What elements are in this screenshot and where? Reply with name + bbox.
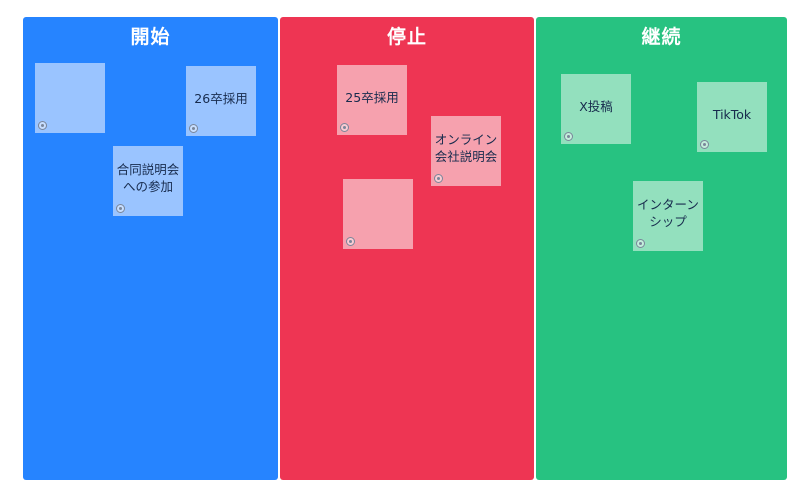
column-start: 開始 26卒採用 合同説明会 への参加 (23, 17, 278, 480)
sticky-note-text: 26卒採用 (194, 90, 248, 106)
vote-icon[interactable] (116, 204, 125, 213)
sticky-note-text: 25卒採用 (345, 89, 399, 105)
vote-icon[interactable] (346, 237, 355, 246)
vote-icon[interactable] (189, 124, 198, 133)
vote-icon[interactable] (564, 132, 573, 141)
column-stop: 停止 25卒採用 オンライン 会社説明会 (280, 17, 534, 480)
sticky-note-text: X投稿 (579, 98, 613, 114)
sticky-note[interactable] (35, 63, 105, 133)
sticky-note-text: 合同説明会 への参加 (116, 162, 180, 194)
sticky-note[interactable]: TikTok (697, 82, 767, 152)
sticky-note[interactable] (343, 179, 413, 249)
sticky-note[interactable]: X投稿 (561, 74, 631, 144)
sticky-note-text: TikTok (712, 106, 752, 122)
sticky-note-text: インターン シップ (637, 197, 699, 229)
sticky-note[interactable]: 26卒採用 (186, 66, 256, 136)
sticky-note[interactable]: オンライン 会社説明会 (431, 116, 501, 186)
vote-icon[interactable] (340, 123, 349, 132)
column-title-start: 開始 (130, 26, 171, 48)
sticky-note-text: オンライン 会社説明会 (434, 132, 498, 164)
column-continue: 継続 X投稿 TikTok インターン シップ (536, 17, 787, 480)
column-title-stop: 停止 (386, 26, 427, 48)
sticky-note[interactable]: インターン シップ (633, 181, 703, 251)
column-title-continue: 継続 (641, 26, 682, 48)
sticky-note[interactable]: 25卒採用 (337, 65, 407, 135)
vote-icon[interactable] (636, 239, 645, 248)
vote-icon[interactable] (434, 174, 443, 183)
sticky-note[interactable]: 合同説明会 への参加 (113, 146, 183, 216)
vote-icon[interactable] (700, 140, 709, 149)
vote-icon[interactable] (38, 121, 47, 130)
